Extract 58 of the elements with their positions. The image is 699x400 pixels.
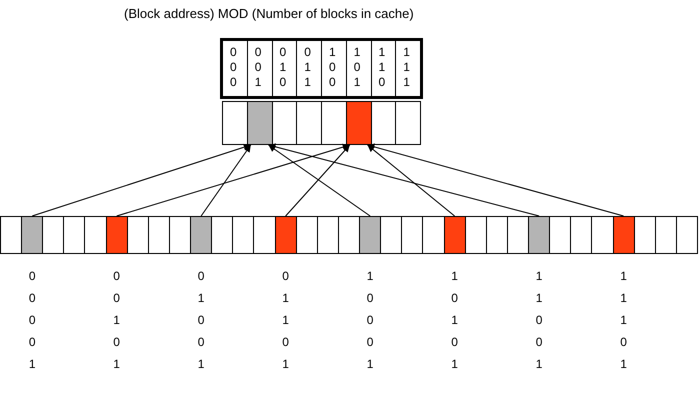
- memory-block: [338, 216, 360, 254]
- arrow: [367, 144, 624, 216]
- memory-block: [380, 216, 402, 254]
- arrow: [367, 144, 456, 216]
- arrow: [285, 144, 350, 216]
- memory-block: [676, 216, 698, 254]
- memory-block: [148, 216, 170, 254]
- memory-block: [42, 216, 64, 254]
- arrow: [268, 143, 540, 216]
- cache-block: [296, 101, 322, 145]
- block-address: 1 0 0 0 1: [366, 268, 374, 373]
- arrow: [116, 144, 350, 216]
- memory-block: [591, 216, 614, 254]
- memory-block: [84, 216, 107, 254]
- cache-index-cell: 1 1 1: [395, 40, 421, 97]
- block-address: 0 0 1 0 1: [112, 268, 121, 373]
- memory-block: [232, 216, 254, 254]
- cache-index-cell: 1 0 0: [321, 40, 347, 97]
- block-address: 1 0 1 0 1: [450, 268, 459, 373]
- memory-block: [211, 216, 234, 254]
- arrow: [200, 144, 252, 216]
- block-address: 1 1 0 0 1: [535, 268, 544, 373]
- cache-block: [321, 101, 347, 145]
- memory-block: [296, 216, 318, 254]
- block-address: 0 0 0 0 1: [28, 268, 36, 373]
- memory-block: [654, 216, 677, 254]
- cache-block: [370, 101, 396, 145]
- cache-block: [222, 101, 248, 145]
- memory-block: [634, 216, 656, 254]
- cache-index-cell: 0 1 0: [272, 40, 298, 97]
- memory-block: [253, 216, 276, 254]
- memory-block: [422, 216, 445, 254]
- arrow: [268, 144, 371, 216]
- cache-index-cell: 0 0 0: [222, 40, 248, 97]
- memory-block: [549, 216, 572, 254]
- arrow: [32, 144, 252, 216]
- memory-block: [506, 216, 530, 254]
- memory-block: [570, 216, 592, 254]
- memory-block: [401, 216, 424, 254]
- cache-index-cell: 1 1 0: [370, 40, 396, 97]
- memory-block: [126, 216, 149, 254]
- cache-index-cell: 0 1 1: [296, 40, 322, 97]
- memory-block: [316, 216, 339, 254]
- cache-block: [395, 101, 421, 145]
- memory-block: [486, 216, 508, 254]
- memory-block: [0, 216, 22, 254]
- memory-block: [464, 216, 487, 254]
- memory-block: [63, 216, 86, 254]
- cache-block: [246, 101, 272, 145]
- cache-block: [272, 101, 298, 145]
- memory-block: [168, 216, 192, 254]
- title: (Block address) MOD (Number of blocks in cache): [124, 6, 414, 21]
- block-address: 1 1 1 0 1: [620, 268, 628, 373]
- block-address: 0 1 1 0 1: [282, 268, 290, 373]
- cache-block: [346, 101, 372, 145]
- cache-index-cell: 0 0 1: [246, 40, 272, 97]
- cache-index-cell: 1 0 1: [346, 40, 372, 97]
- block-address: 0 1 0 0 1: [197, 268, 206, 373]
